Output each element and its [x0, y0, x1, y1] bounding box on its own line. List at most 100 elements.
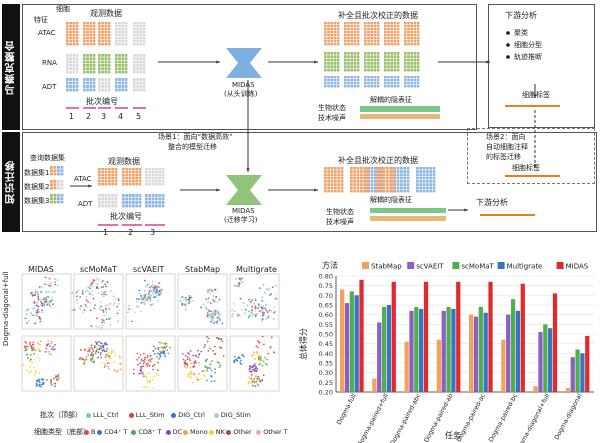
umap-scmomat-celltype [73, 335, 124, 392]
downstream-title-top: 下游分析 [505, 11, 537, 20]
batch-num-1: 1 [69, 112, 75, 121]
bar-scvaeit-dogma-paired-abc [409, 310, 414, 392]
umap-method-3: scVAEIT [133, 265, 165, 274]
bar-multigrate-dogma-paired-bc [515, 310, 521, 392]
downstream-title-mid: 下游分析 [476, 198, 508, 207]
mid-obs-atac-2 [122, 168, 142, 186]
bar-midas-dogma-paired+full [391, 281, 396, 392]
midas-mid-sub: (迁移学习) [224, 216, 258, 224]
celltype-legend-label: NK [215, 428, 225, 436]
bar-scvaeit-dogma-paired-ac [473, 316, 479, 392]
midas-top-sub: (从头训练) [224, 90, 258, 98]
batch-label-mid: 批次编号 [110, 212, 142, 221]
obs-adt-batch-1 [66, 78, 79, 92]
umap-method-1: MIDAS [28, 265, 54, 274]
scenario2b-label: 自动细胞注释 [486, 143, 528, 151]
dataset2-label: 数据集2 [24, 183, 50, 191]
obs-data-mid: 观测数据 [108, 157, 140, 166]
mid-obs-adt-3 [145, 194, 165, 208]
bar-midas-dogma-paired-ac [488, 281, 493, 392]
adt-label: ADT [42, 83, 57, 91]
bar-midas-dogma-paired-abc [423, 281, 429, 392]
knowledge-transfer-sidebar: 知识迁移 [2, 132, 20, 232]
downstream-item-2: 细胞分型 [514, 41, 542, 49]
obs-adt-batch-3 [98, 78, 111, 92]
cell-tag-bar-top [505, 105, 560, 107]
corrected-adt-3 [364, 76, 380, 88]
mid-obs-adt-1 [98, 194, 118, 208]
batch-legend-swatch [128, 413, 134, 418]
chart-ytick: 0.35 [319, 360, 333, 368]
batch-num-3: 3 [101, 112, 107, 121]
downstream-item-1: 聚类 [514, 29, 528, 37]
batch-label: 批次编号 [86, 97, 118, 106]
bar-multigrate-dogma-diagonal [580, 353, 585, 392]
celltype-legend-label: Other [233, 428, 252, 436]
umap-scmomat-batch [71, 273, 124, 330]
chart-legend-label-multigrate: Multigrate [507, 263, 543, 271]
mid-batch-bar-3 [145, 224, 165, 226]
latent-bio-top [360, 106, 440, 112]
corrected-top-label: 补全且批次校正的数据 [338, 11, 418, 20]
mid-corrected-atac-3 [376, 167, 396, 193]
mid-corrected-adt-3 [416, 167, 436, 193]
arrow-tags-to-scenario2 [533, 110, 537, 168]
mid-corrected-atac-1 [324, 167, 344, 193]
arrow-mid-obs-to-midas [180, 188, 220, 192]
celltype-legend-swatch [131, 430, 137, 435]
umap-midas-celltype [21, 335, 72, 392]
umap-method-4: StabMap [185, 265, 221, 274]
batch-mid-2: 2 [128, 228, 134, 237]
batch-bar-2 [83, 107, 96, 109]
chart-legend-swatch-midas [556, 262, 564, 269]
obs-atac-batch-3 [98, 22, 111, 46]
obs-rna-batch-1 [66, 54, 79, 74]
obs-rna-batch-4 [115, 54, 128, 74]
celltype-legend-label: CD8⁺ T [138, 428, 162, 436]
query-label: 查询数据集 [30, 154, 65, 162]
bar-scmomat-dogma-paired-bc [510, 299, 516, 392]
corrected-atac-2 [344, 22, 360, 46]
celltype-legend-label: CD4⁺ T [104, 428, 128, 436]
corrected-rna-2 [344, 52, 360, 72]
chart-xtick: Dogma-paired-ac [456, 392, 488, 443]
batch-mid-1: 1 [103, 228, 109, 237]
bar-scmomat-dogma-full [349, 291, 354, 392]
bar-stabmap-dogma-paired-bc [501, 339, 506, 392]
downstream-box [488, 4, 595, 128]
arrow-downstream-to-tags [533, 84, 537, 98]
bar-scvaeit-dogma-paired+full [377, 322, 382, 392]
celltype-legend-swatch [208, 430, 214, 435]
chart-xtick: Dogma-full [336, 392, 358, 426]
bullet-2 [506, 43, 510, 47]
celltype-legend-label: Mono [190, 428, 208, 436]
celltype-legend-swatch [97, 430, 103, 435]
chart-xtick: Dogma-paired-ab [423, 393, 455, 443]
query-dataset-1-b [57, 166, 64, 176]
dataset3-label: 数据集3 [24, 197, 50, 205]
arrow-top-midas-to-mid-midas [246, 80, 250, 172]
chart-ytick: 0.80 [319, 273, 333, 281]
batch-legend-label: DIG_Stim [220, 411, 251, 419]
chart-legend-label-scvaeit: scVAEIT [416, 263, 444, 271]
celltype-legend-label: Other T [263, 428, 288, 436]
umap-midas-batch [21, 273, 72, 330]
cell-tag-bar-scenario2 [505, 175, 560, 177]
celltype-legend-swatch [183, 430, 188, 435]
obs-data-label: 观测数据 [90, 9, 122, 18]
batch-bar-1 [66, 107, 79, 109]
celltype-legend-title: 细胞类型（底部） [34, 428, 90, 436]
batch-legend-swatch [213, 413, 219, 418]
obs-atac-batch-5 [133, 22, 146, 46]
arrow-to-downstream [438, 60, 490, 64]
mid-corrected-atac-2 [350, 167, 370, 193]
bar-stabmap-dogma-full [340, 289, 345, 392]
chart-xtick: Dogma-paired+full [356, 392, 390, 443]
bar-stabmap-dogma-paired-ab [436, 339, 441, 392]
celltype-legend-label: B [91, 428, 96, 436]
query-dataset-2-b [57, 180, 64, 190]
bar-multigrate-dogma-paired-ac [483, 312, 488, 392]
umap-stabmap-celltype [177, 335, 228, 392]
dataset1-label: 数据集1 [24, 169, 50, 177]
bar-stabmap-dogma-paired+full [372, 378, 377, 392]
